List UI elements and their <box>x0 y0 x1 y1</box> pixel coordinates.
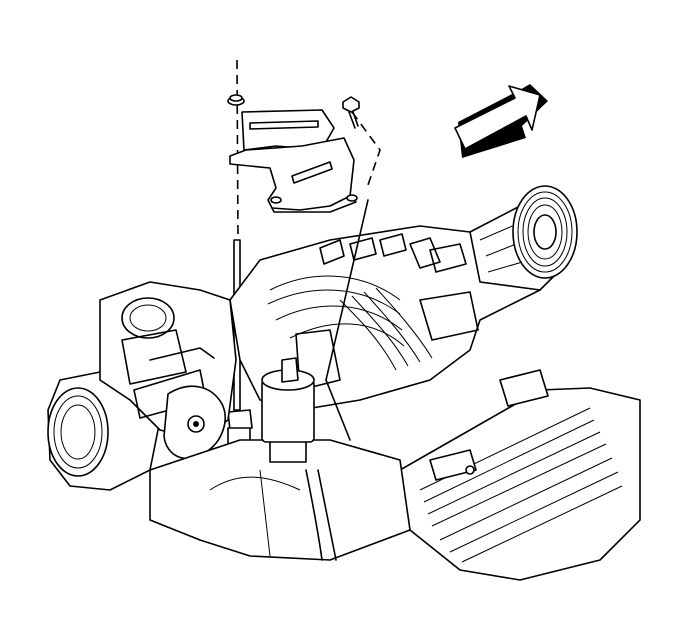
bolt-fastener <box>342 96 360 129</box>
nut-fastener <box>227 94 245 106</box>
lower-manifold <box>149 439 411 561</box>
alignment-line-bolt <box>351 111 381 186</box>
throttle-linkage <box>149 347 226 460</box>
linkage-rod <box>325 199 369 381</box>
valve-cover <box>399 387 641 581</box>
wiring-harness <box>305 469 337 561</box>
supercharger <box>229 225 541 411</box>
coil-pack <box>261 357 315 463</box>
linkage-rod-lower <box>325 379 351 441</box>
electrical-connector <box>429 369 549 481</box>
direction-arrow-icon <box>454 84 548 158</box>
alignment-line-vertical <box>236 59 239 241</box>
drive-pulley <box>512 185 578 279</box>
bracket <box>229 109 358 213</box>
